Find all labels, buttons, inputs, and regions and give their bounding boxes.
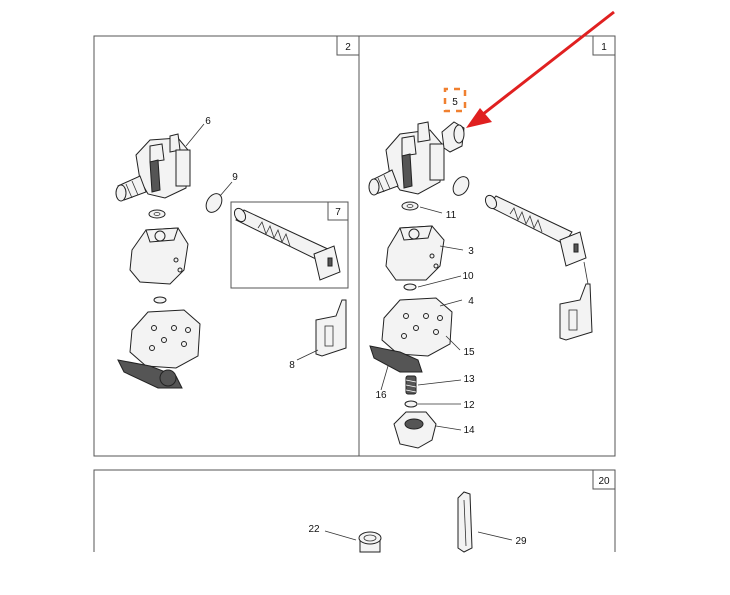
valve-body-right bbox=[368, 121, 465, 196]
nut-right bbox=[393, 411, 437, 449]
panel-20: 20 bbox=[93, 469, 616, 552]
panel-1: 1 bbox=[358, 35, 616, 457]
callout-9: 9 bbox=[232, 172, 238, 183]
callout-labels-panel-2: 6 9 8 bbox=[205, 116, 295, 371]
valve-body-left bbox=[115, 133, 191, 202]
oring-right-2 bbox=[403, 283, 417, 291]
oring-left-2 bbox=[153, 296, 167, 304]
callout-12: 12 bbox=[463, 400, 475, 411]
callout-5: 5 bbox=[452, 97, 458, 108]
callout-11: 11 bbox=[446, 210, 457, 221]
adapter-left bbox=[129, 227, 189, 285]
callout-labels-panel-1: 5 11 3 10 4 15 13 16 12 14 bbox=[375, 97, 475, 436]
callout-22: 22 bbox=[308, 524, 320, 535]
callout-16: 16 bbox=[375, 390, 387, 401]
panel-20-number: 20 bbox=[598, 476, 610, 487]
callout-14: 14 bbox=[463, 425, 475, 436]
callout-15: 15 bbox=[463, 347, 475, 358]
callout-13: 13 bbox=[463, 374, 475, 385]
callout-8: 8 bbox=[289, 360, 295, 371]
spring-assembly-right bbox=[484, 194, 587, 267]
washer-left bbox=[148, 209, 166, 219]
highlight-marker bbox=[443, 87, 467, 113]
pin-29 bbox=[457, 491, 473, 553]
base-left bbox=[117, 309, 201, 389]
washer-right bbox=[401, 201, 419, 211]
oring-left bbox=[205, 193, 223, 213]
callout-10: 10 bbox=[462, 271, 474, 282]
red-arrow bbox=[466, 10, 615, 128]
sleeve-22 bbox=[358, 531, 382, 553]
callout-6: 6 bbox=[205, 116, 211, 127]
panel-2-number: 2 bbox=[345, 42, 351, 53]
panel-1-number: 1 bbox=[601, 42, 607, 53]
base-right bbox=[369, 297, 453, 373]
panel-7: 7 bbox=[230, 201, 349, 289]
spring-small bbox=[405, 375, 417, 395]
callout-labels-panel-20: 22 29 bbox=[308, 524, 527, 547]
bracket-left bbox=[315, 299, 347, 357]
spring-assembly-left bbox=[233, 207, 341, 281]
adapter-right bbox=[385, 225, 445, 281]
oring-right bbox=[452, 176, 470, 196]
panel-7-number: 7 bbox=[335, 207, 341, 218]
leader-lines bbox=[185, 123, 513, 541]
bracket-right bbox=[559, 261, 593, 341]
callout-4: 4 bbox=[468, 296, 474, 307]
callout-29: 29 bbox=[515, 536, 527, 547]
callout-3: 3 bbox=[468, 246, 474, 257]
washer-small bbox=[404, 400, 418, 408]
